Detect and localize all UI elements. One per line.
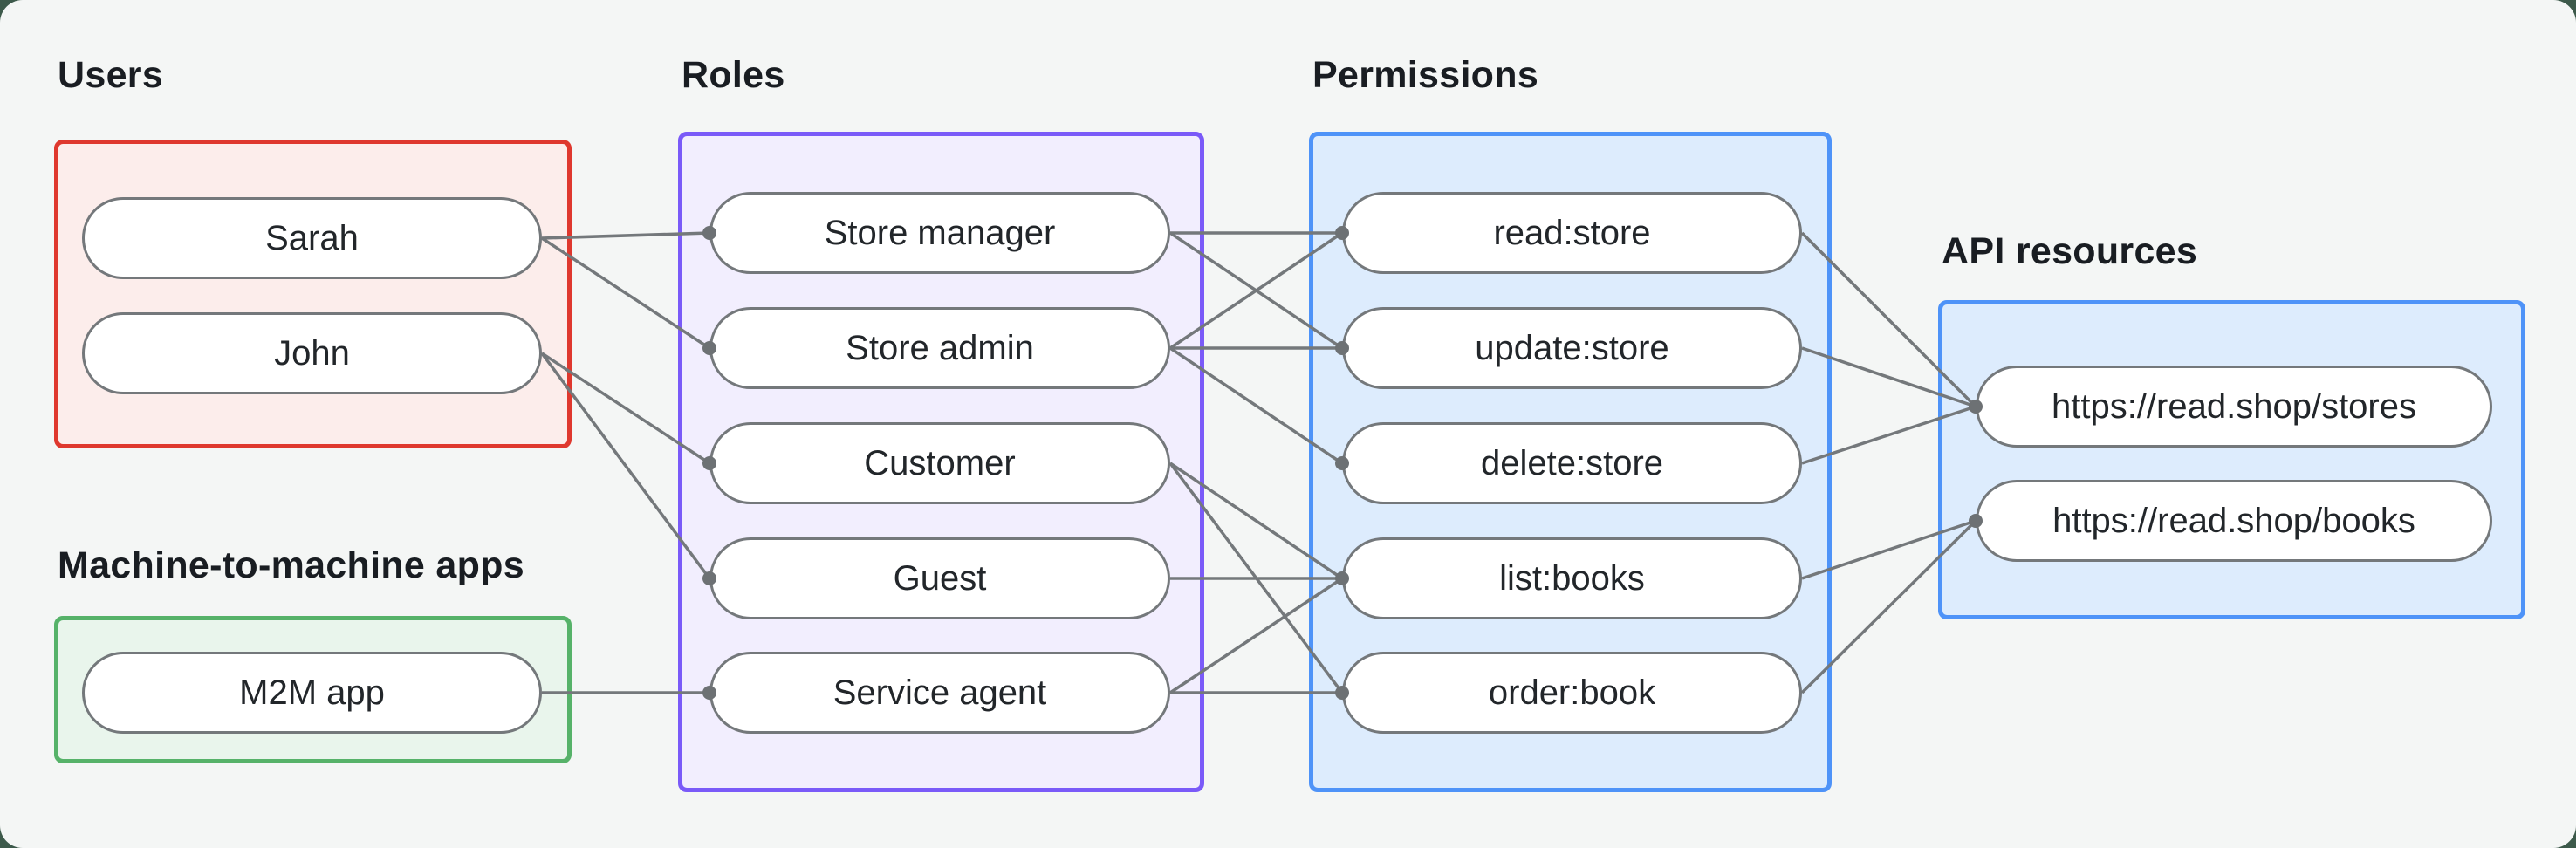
group-label-api: API resources [1942, 230, 2198, 272]
node-pill-list-books: list:books [1342, 537, 1802, 619]
group-label-permissions: Permissions [1312, 54, 1539, 96]
node-pill-update-store: update:store [1342, 307, 1802, 389]
group-box-users [54, 140, 572, 448]
node-pill-stores-api: https://read.shop/stores [1976, 366, 2492, 448]
group-label-m2m: Machine-to-machine apps [58, 544, 524, 586]
node-pill-books-api: https://read.shop/books [1976, 480, 2492, 562]
node-pill-sarah: Sarah [82, 197, 542, 279]
node-pill-delete-store: delete:store [1342, 422, 1802, 504]
node-pill-guest: Guest [709, 537, 1170, 619]
group-box-api [1938, 300, 2525, 619]
group-label-users: Users [58, 54, 164, 96]
node-pill-customer: Customer [709, 422, 1170, 504]
node-pill-service-agent: Service agent [709, 652, 1170, 734]
node-pill-john: John [82, 312, 542, 394]
node-pill-store-manager: Store manager [709, 192, 1170, 274]
node-pill-store-admin: Store admin [709, 307, 1170, 389]
node-pill-m2m-app: M2M app [82, 652, 542, 734]
node-pill-order-book: order:book [1342, 652, 1802, 734]
node-pill-read-store: read:store [1342, 192, 1802, 274]
group-label-roles: Roles [682, 54, 785, 96]
